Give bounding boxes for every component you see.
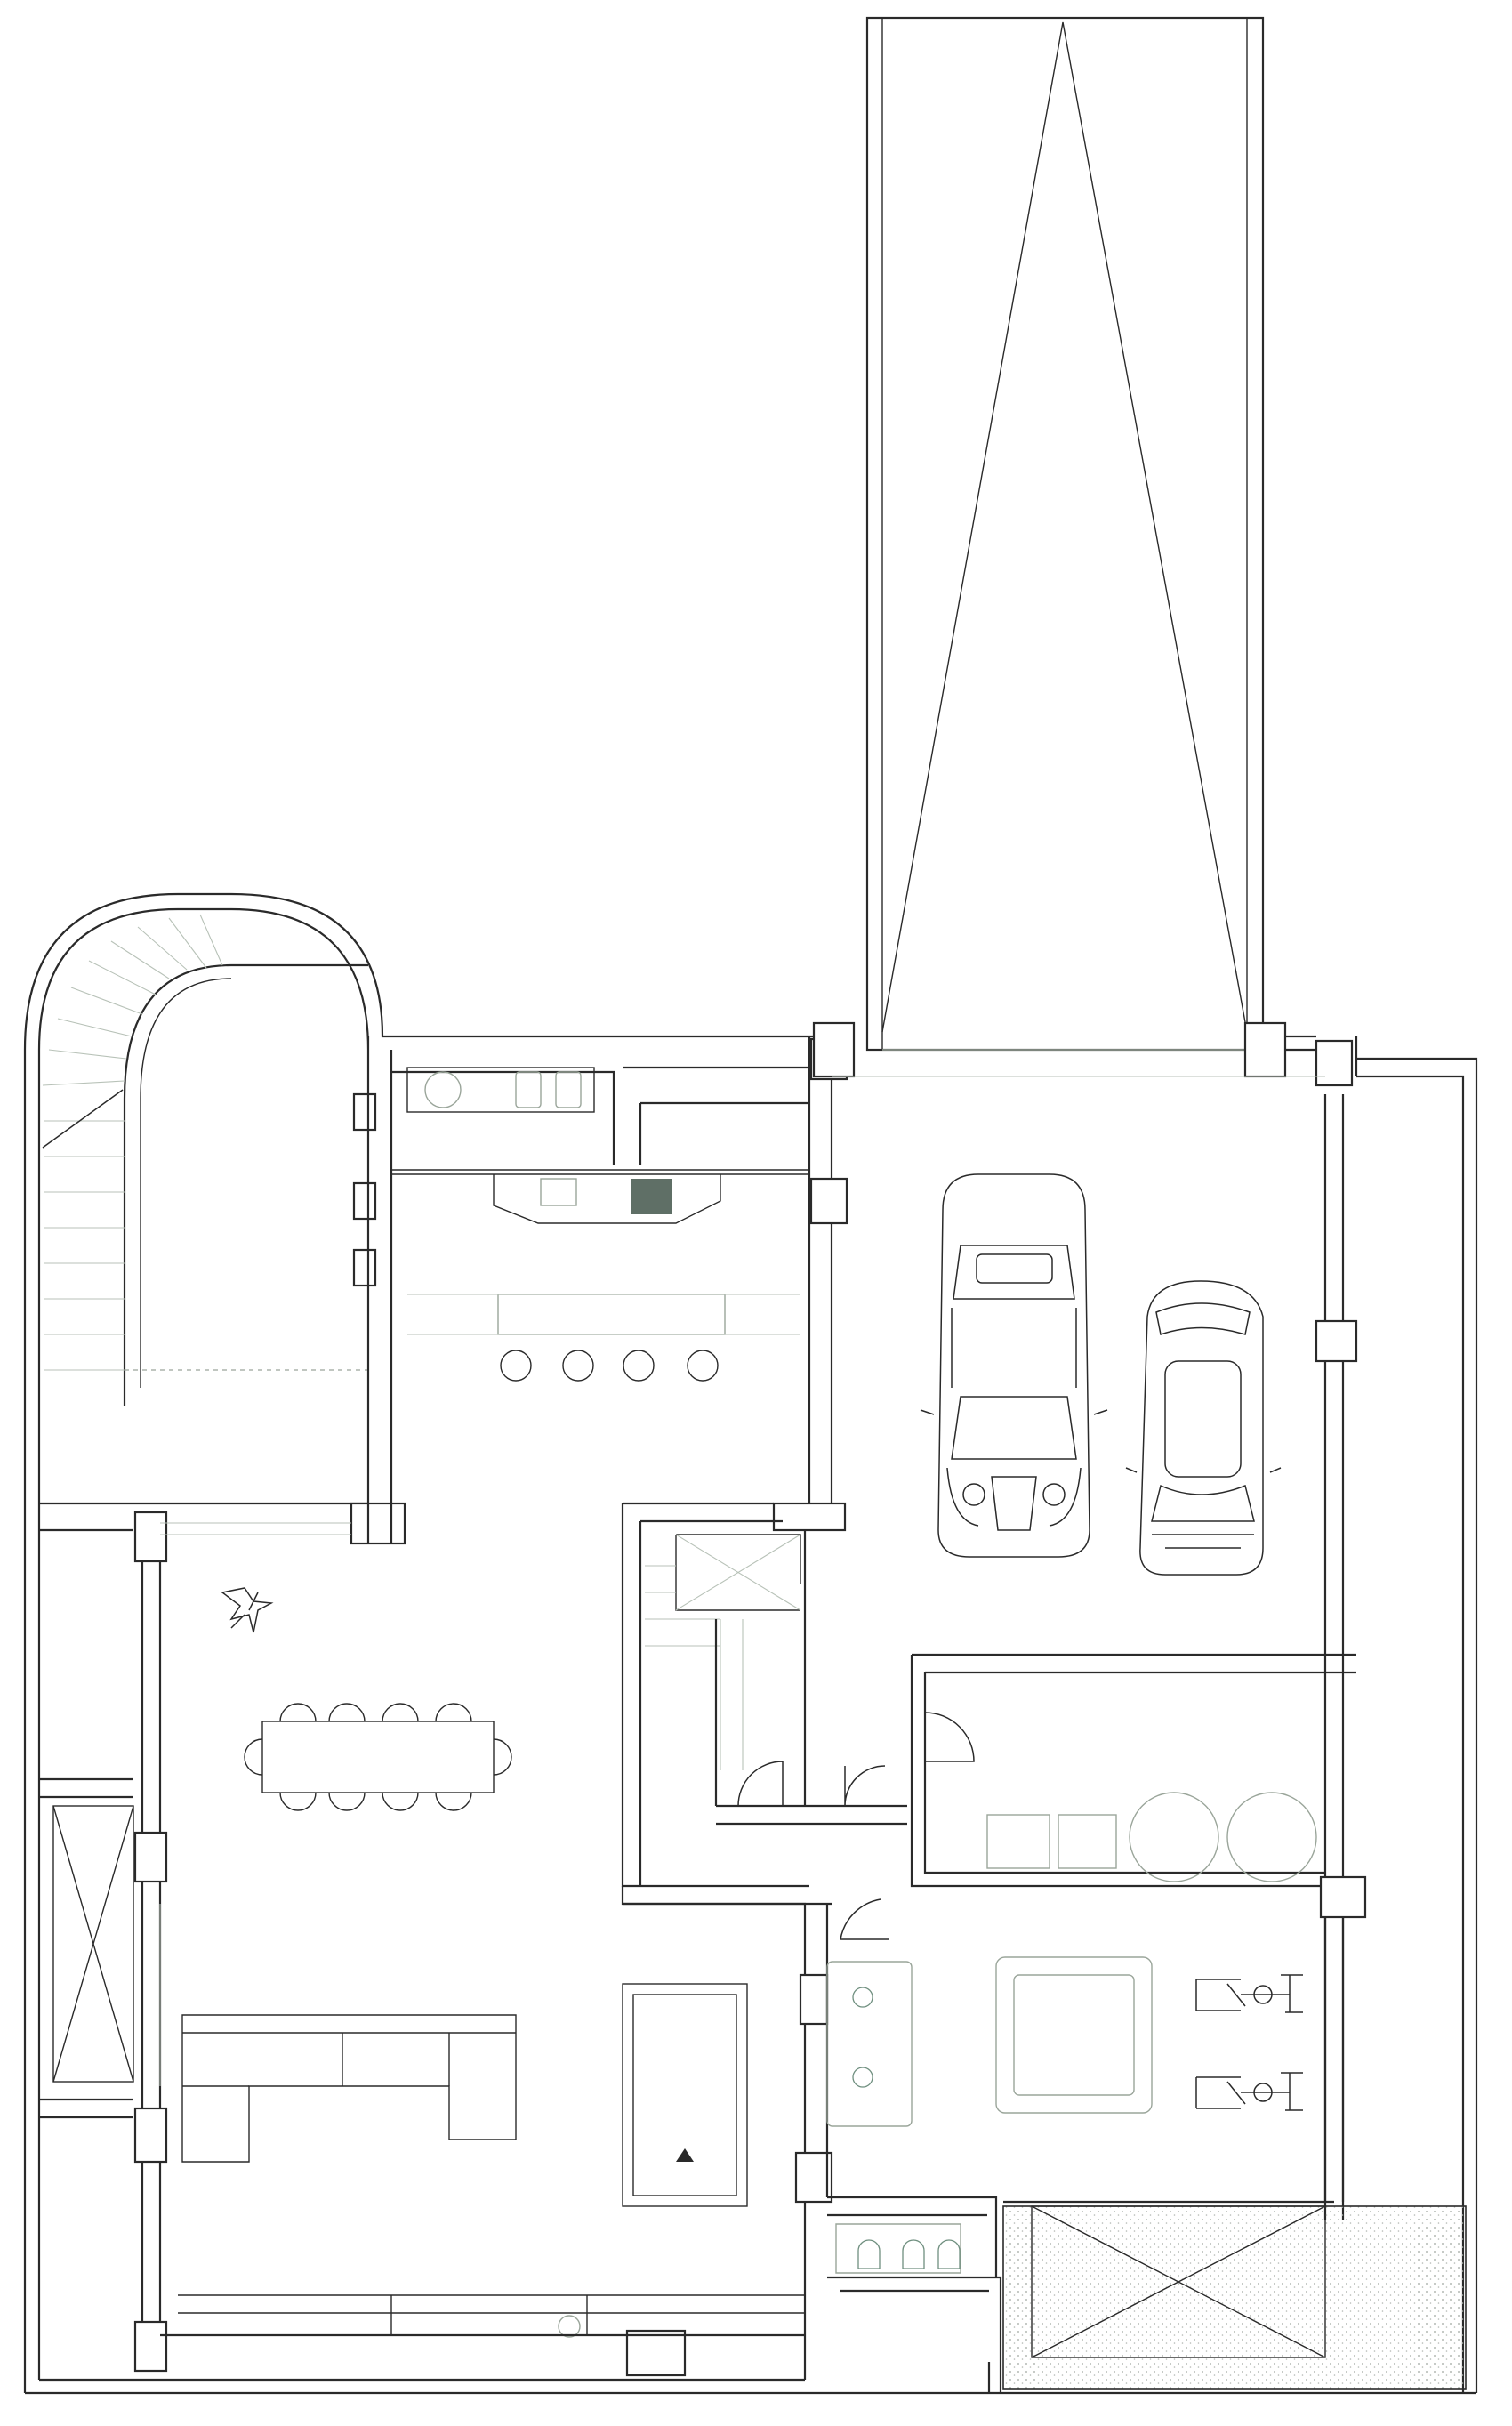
bath-gym <box>623 1875 1367 2393</box>
central-walls <box>772 1021 1358 1532</box>
plant-icon <box>221 1587 274 1633</box>
bedroom <box>910 1655 1325 1888</box>
car-icon <box>920 1173 1108 1558</box>
kitchen <box>391 1066 809 1382</box>
spiral-staircase <box>39 914 406 1545</box>
bed-icon <box>995 1956 1153 2114</box>
toilet-icon <box>835 2223 961 2274</box>
garage <box>832 1076 1356 1674</box>
sofa <box>181 2014 517 2163</box>
billiard-table-icon <box>622 1983 748 2207</box>
secondary-stair <box>621 1502 907 1906</box>
sink-icon <box>826 1961 913 2127</box>
sink-icon <box>424 1071 582 1108</box>
outer-walls <box>23 892 1478 2395</box>
stool-icon <box>500 1350 719 1382</box>
living-dining <box>133 1511 807 2380</box>
exercise-bike-icon <box>1195 1974 1303 2111</box>
left-service-strip <box>39 1528 134 2119</box>
driveway-ramp <box>865 16 1265 1052</box>
chair-icon <box>244 1703 512 1811</box>
car-icon <box>1125 1280 1282 1576</box>
dining-table <box>244 1703 512 1811</box>
lightwell <box>1002 2200 1467 2390</box>
